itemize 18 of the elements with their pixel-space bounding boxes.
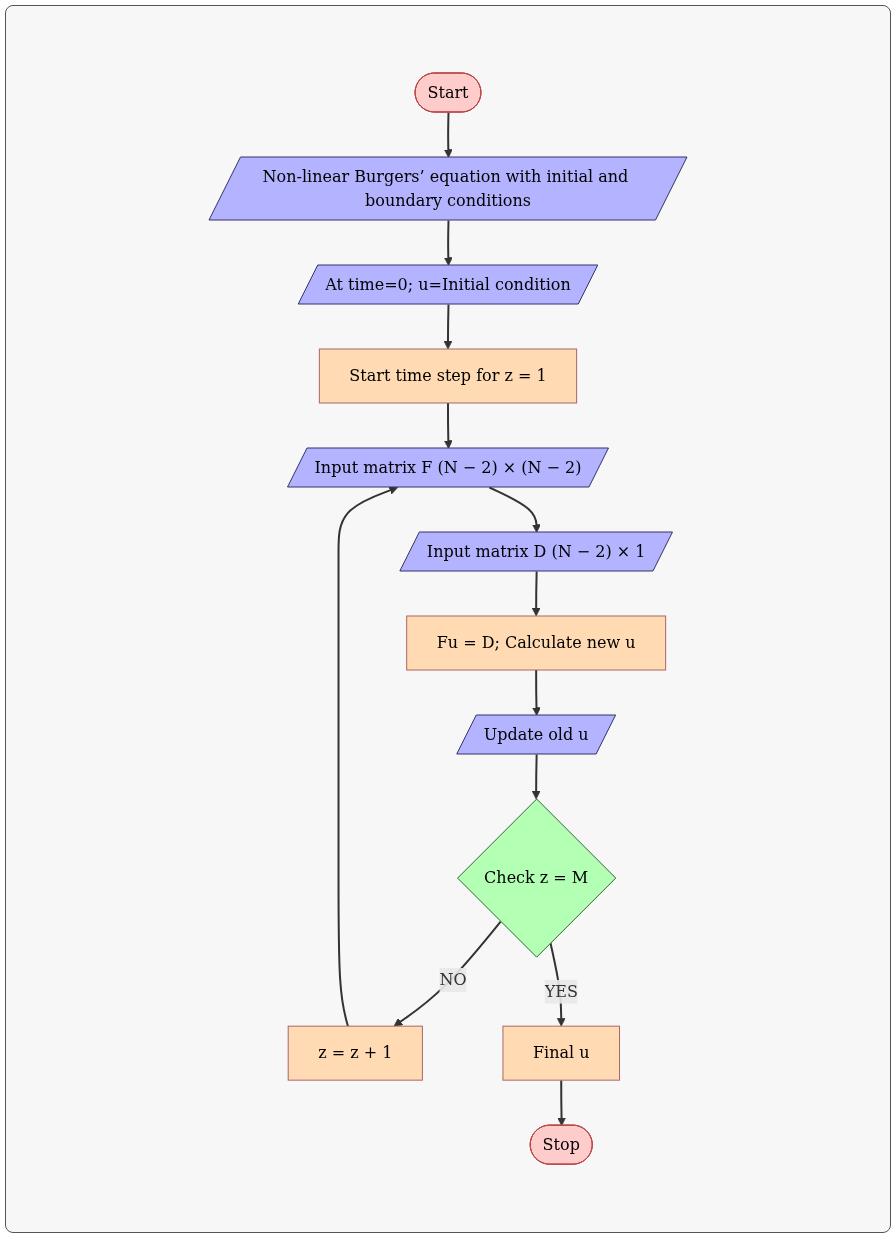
arrow — [443, 111, 453, 159]
arrow — [393, 921, 502, 1027]
node-box: z = z + 1 — [287, 1026, 423, 1082]
arrow — [337, 486, 399, 1028]
arrow — [443, 303, 453, 350]
arrow — [532, 669, 541, 717]
node-box: Final u — [502, 1026, 621, 1082]
arrow — [443, 402, 453, 450]
arrow — [531, 570, 541, 617]
edge-label: YES — [544, 982, 578, 1002]
arrow — [557, 1079, 566, 1127]
arrow — [443, 219, 453, 267]
edge-label: NO — [439, 970, 467, 990]
node-box: Start time step for z = 1 — [318, 348, 578, 404]
arrow — [531, 753, 541, 800]
arrow — [488, 486, 541, 534]
node-box: Fu = D; Calculate new u — [406, 615, 667, 671]
node-diamond: Check z = M — [457, 798, 617, 959]
